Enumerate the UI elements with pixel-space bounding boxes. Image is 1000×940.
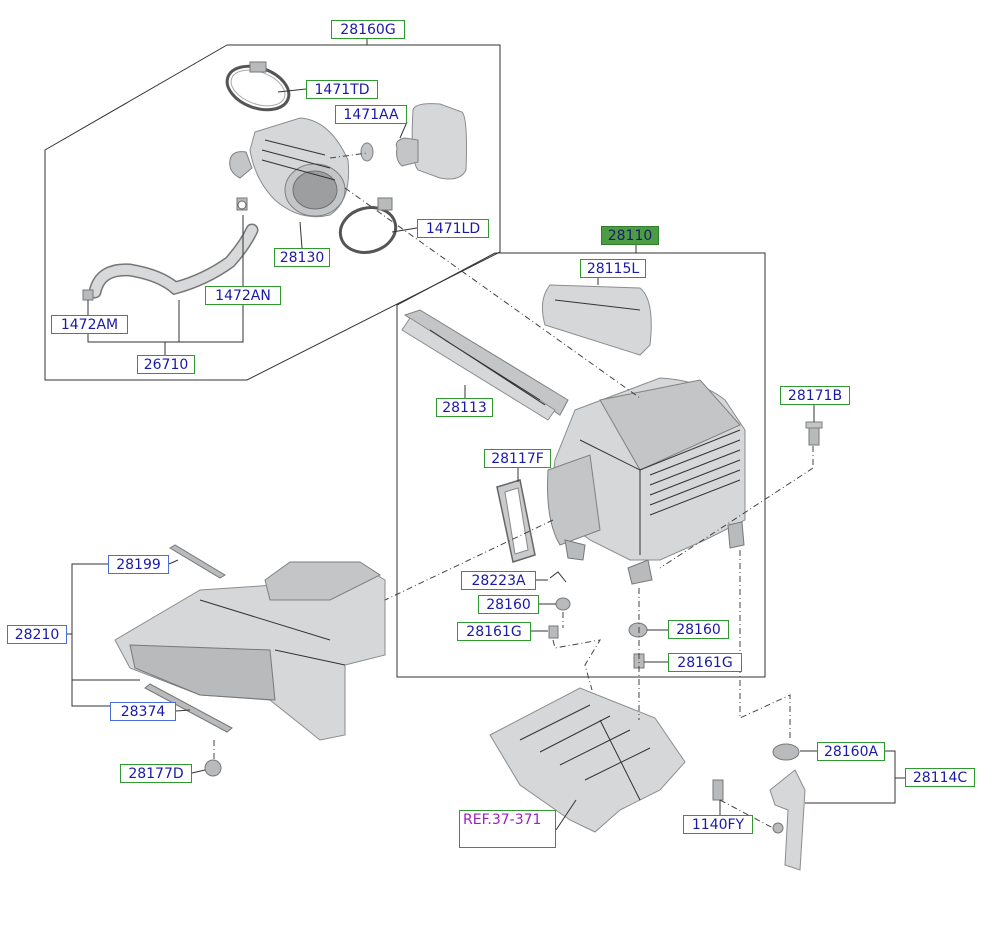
grommet-left [555,597,571,611]
seal-strip-top [169,544,226,579]
hose-clamp-bottom [338,197,398,254]
part-label-1472AN[interactable]: 1472AN [205,286,281,305]
part-label-1471TD[interactable]: 1471TD [306,80,378,99]
resonator-part [360,103,467,180]
hose-clamp-top [225,61,291,112]
part-label-28210[interactable]: 28210 [7,625,67,644]
part-label-1471AA[interactable]: 1471AA [335,105,407,124]
part-label-ref-37-371[interactable]: REF.37-371 [459,810,556,848]
fastener-28177D [204,759,222,777]
part-label-28177D[interactable]: 28177D [120,764,192,783]
part-label-28117F[interactable]: 28117F [484,449,551,468]
part-label-28130[interactable]: 28130 [274,248,330,267]
gasket-part [496,479,536,563]
part-label-28160-right[interactable]: 28160 [668,620,729,639]
air-intake-duct [114,561,386,741]
mounting-bracket [712,743,806,871]
group-frame-intake-hose [44,44,501,381]
part-label-1471LD[interactable]: 1471LD [417,219,489,238]
grommet-right [628,622,648,638]
part-label-28114C[interactable]: 28114C [905,768,975,787]
part-label-28199[interactable]: 28199 [108,555,169,574]
filter-element [401,309,569,421]
part-label-28115L[interactable]: 28115L [580,259,646,278]
part-label-28171B[interactable]: 28171B [780,386,850,405]
group-frame-air-cleaner [396,252,766,678]
clip-28223A [549,571,567,583]
part-label-28374[interactable]: 28374 [110,702,176,721]
battery-tray [489,687,686,833]
bolt-28171B [805,421,823,446]
part-label-28161G-left[interactable]: 28161G [457,622,531,641]
part-label-1472AM[interactable]: 1472AM [51,315,128,334]
air-cleaner-body [547,377,746,585]
part-label-26710[interactable]: 26710 [137,355,195,374]
alignment-lines [213,152,814,829]
breather-hose [82,197,259,301]
part-label-28160-left[interactable]: 28160 [478,595,539,614]
seal-strip-bottom [144,683,233,733]
part-label-1140FY[interactable]: 1140FY [683,815,753,834]
part-label-28113[interactable]: 28113 [436,398,493,417]
bolt-left [548,625,559,639]
part-label-28160A[interactable]: 28160A [817,742,885,761]
leader-lines [66,88,905,831]
part-label-28160G[interactable]: 28160G [331,20,405,39]
part-label-28110[interactable]: 28110 [601,226,659,245]
part-label-28161G-right[interactable]: 28161G [668,653,742,672]
air-cleaner-cover [541,284,652,356]
part-label-28223A[interactable]: 28223A [461,571,536,590]
intake-duct-part [229,117,350,218]
